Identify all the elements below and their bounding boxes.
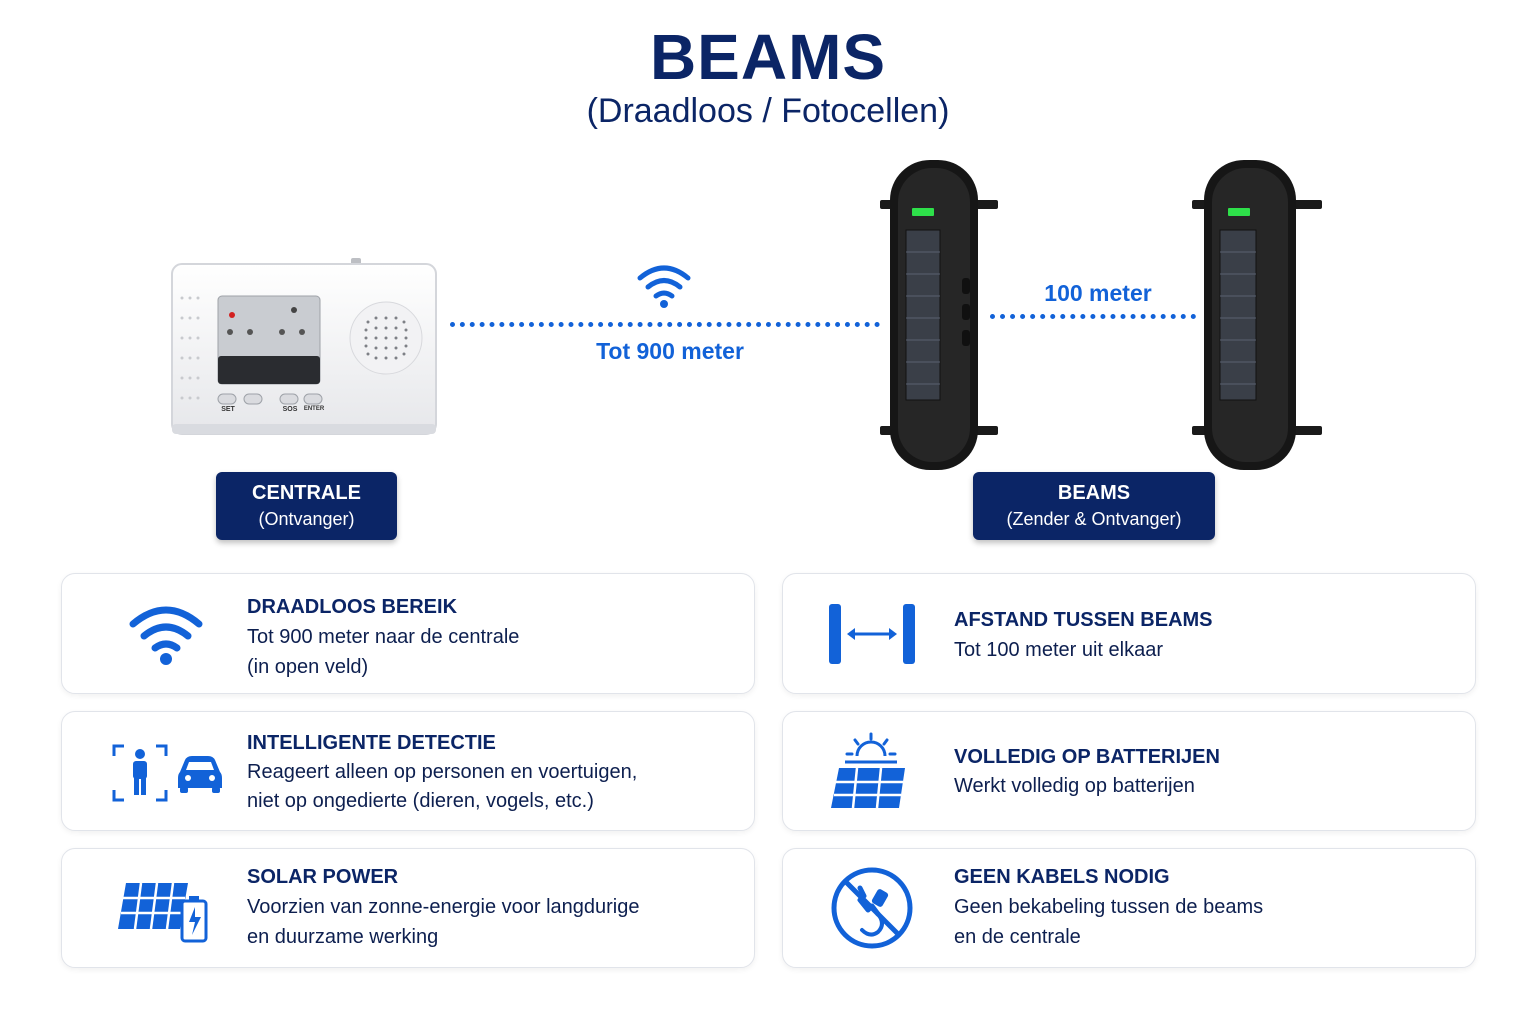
beam-distance-line <box>990 314 1196 319</box>
centrale-label: CENTRALE (Ontvanger) <box>216 472 397 540</box>
wireless-range-line <box>450 322 880 327</box>
solar-sun-icon <box>829 732 911 810</box>
feature-text-line1: Geen bekabeling tussen de beams <box>954 896 1264 918</box>
feature-card-beam-distance: AFSTAND TUSSEN BEAMS Tot 100 meter uit e… <box>782 573 1476 694</box>
feature-title: INTELLIGENTE DETECTIE <box>247 732 496 754</box>
wifi-icon <box>128 602 204 666</box>
feature-text-line1: Reageert alleen op personen en voertuige… <box>247 761 638 783</box>
feature-text-line1: Tot 900 meter naar de centrale <box>247 626 520 648</box>
distance-icon <box>827 604 917 664</box>
centrale-device <box>170 258 442 438</box>
feature-title: DRAADLOOS BEREIK <box>247 596 458 618</box>
centrale-label-subtitle: (Ontvanger) <box>258 509 355 529</box>
feature-card-batteries: VOLLEDIG OP BATTERIJEN Werkt volledig op… <box>782 711 1476 831</box>
feature-title: SOLAR POWER <box>247 866 399 888</box>
feature-title: VOLLEDIG OP BATTERIJEN <box>954 746 1220 768</box>
feature-card-wireless-range: DRAADLOOS BEREIK Tot 900 meter naar de c… <box>61 573 755 694</box>
feature-text-line1: Werkt volledig op batterijen <box>954 775 1195 797</box>
feature-text-line2: (in open veld) <box>247 656 369 678</box>
device-button-sos: SOS <box>282 406 298 413</box>
beam-receiver <box>1190 158 1324 472</box>
page-subtitle: (Draadloos / Fotocellen) <box>586 92 950 130</box>
beams-label: BEAMS (Zender & Ontvanger) <box>973 472 1215 540</box>
page-title: BEAMS <box>649 21 887 93</box>
beam-transmitter <box>878 158 1000 472</box>
device-button-set: SET <box>221 406 235 413</box>
solar-battery-icon <box>116 879 210 943</box>
person-car-icon <box>112 744 224 802</box>
feature-card-solar-power: SOLAR POWER Voorzien van zonne-energie v… <box>61 848 755 968</box>
distance-label: 100 meter <box>1044 280 1152 306</box>
beams-label-title: BEAMS <box>1057 482 1131 504</box>
beams-label-subtitle: (Zender & Ontvanger) <box>1006 509 1182 529</box>
feature-title: GEEN KABELS NODIG <box>954 866 1170 888</box>
range-label: Tot 900 meter <box>596 338 744 364</box>
feature-title: AFSTAND TUSSEN BEAMS <box>954 609 1213 631</box>
feature-text-line2: en duurzame werking <box>247 926 439 948</box>
feature-text-line2: en de centrale <box>954 926 1081 948</box>
device-button-enter: ENTER <box>303 406 325 412</box>
wifi-signal-icon <box>636 262 692 310</box>
feature-card-detection: INTELLIGENTE DETECTIE Reageert alleen op… <box>61 711 755 831</box>
centrale-label-title: CENTRALE <box>252 482 361 504</box>
feature-card-no-cables: GEEN KABELS NODIG Geen bekabeling tussen… <box>782 848 1476 968</box>
feature-text-line2: niet op ongedierte (dieren, vogels, etc.… <box>247 790 594 812</box>
no-cable-icon <box>830 866 914 950</box>
feature-text-line1: Voorzien van zonne-energie voor langduri… <box>247 896 640 918</box>
feature-text-line1: Tot 100 meter uit elkaar <box>954 639 1163 661</box>
